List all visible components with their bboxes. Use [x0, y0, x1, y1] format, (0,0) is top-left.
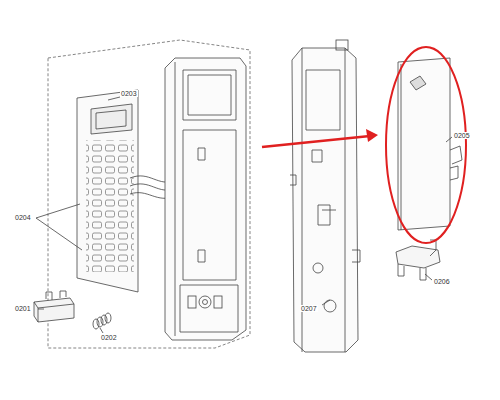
- callout-number: 0201: [14, 305, 32, 312]
- callout-number: 0205: [453, 132, 471, 139]
- callout-number: 0207: [300, 305, 318, 312]
- callout-number: 0204: [14, 214, 32, 221]
- callout-number: 0202: [100, 334, 118, 341]
- callout-number: 0206: [433, 278, 451, 285]
- callout-number: 0203: [120, 90, 138, 97]
